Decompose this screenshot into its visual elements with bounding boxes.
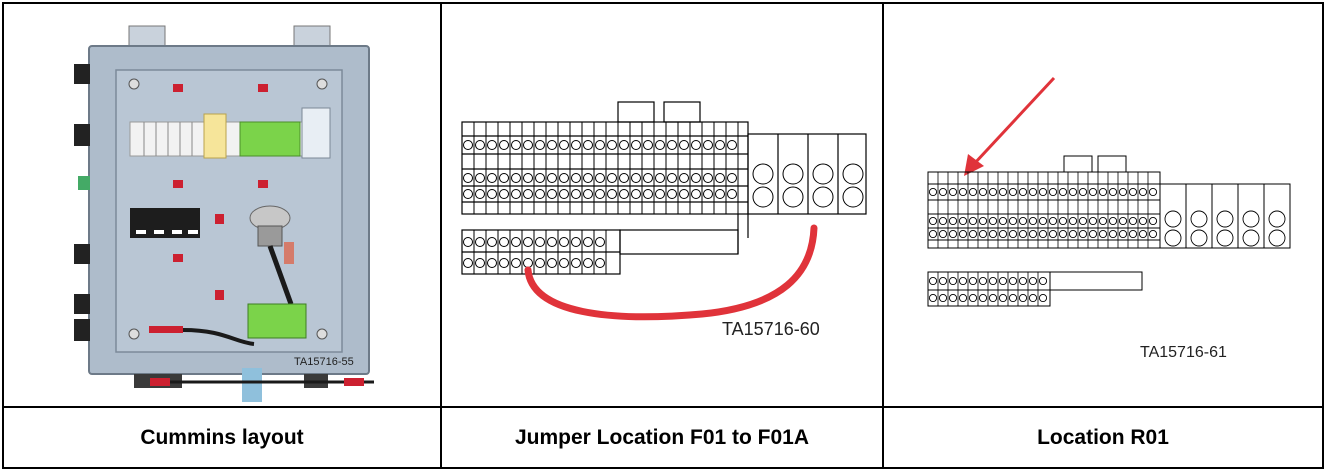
figure-id-label: TA15716-55 <box>294 356 354 368</box>
jumper-wire <box>524 224 818 321</box>
caption-jumper-location: Jumper Location F01 to F01A <box>440 406 884 469</box>
figure-id-label: TA15716-60 <box>722 319 820 339</box>
location-r01-image-cell: TA15716-61 <box>882 2 1324 408</box>
terminal-strip-jumper-diagram: TA15716-60 <box>461 101 867 339</box>
cummins-enclosure-illustration: TA15716-55 <box>74 25 374 402</box>
location-arrow <box>972 76 1056 166</box>
cummins-layout-image-cell: TA15716-55 <box>2 2 442 408</box>
jumper-location-image-cell: TA15716-60 <box>440 2 884 408</box>
terminal-strip-location-diagram: TA15716-61 <box>927 76 1291 361</box>
figure-id-label: TA15716-61 <box>1140 344 1227 361</box>
caption-location-r01: Location R01 <box>882 406 1324 469</box>
arrow-head-icon <box>964 154 984 176</box>
caption-cummins-layout: Cummins layout <box>2 406 442 469</box>
